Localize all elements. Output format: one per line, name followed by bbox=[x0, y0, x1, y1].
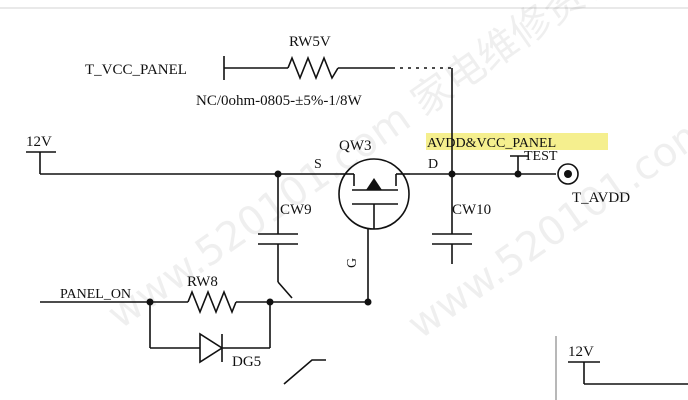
value-rw5v: NC/0ohm-0805-±5%-1/8W bbox=[196, 93, 363, 109]
pin-g-label: G bbox=[345, 258, 360, 268]
net-label-highlight bbox=[426, 133, 608, 150]
resistor-rw5v bbox=[287, 55, 339, 81]
diode-dg5-body bbox=[199, 332, 224, 364]
connector-t-avdd-dot bbox=[564, 170, 572, 178]
net-label-12v-right: 12V bbox=[568, 344, 594, 360]
connector-t-avdd bbox=[557, 163, 579, 185]
ref-cw9: CW9 bbox=[280, 202, 312, 218]
net-label-panel-on: PANEL_ON bbox=[60, 287, 131, 302]
net-label-avdd-vcc-panel: AVDD&VCC_PANEL bbox=[427, 136, 556, 151]
watermark-text: www.520101.com 家电维修资料网 bbox=[99, 0, 658, 338]
net-label-t-vcc-panel: T_VCC_PANEL bbox=[85, 62, 187, 78]
junction-gate bbox=[364, 298, 372, 306]
ref-rw5v: RW5V bbox=[289, 34, 331, 50]
resistor-rw8 bbox=[187, 289, 237, 315]
ref-cw10: CW10 bbox=[452, 202, 491, 218]
pin-s-label: S bbox=[314, 157, 322, 172]
ref-qw3: QW3 bbox=[339, 138, 372, 154]
ref-dg5: DG5 bbox=[232, 354, 261, 370]
net-label-12v-left: 12V bbox=[26, 134, 52, 150]
wire-cw9-jog bbox=[277, 281, 293, 299]
net-label-t-avdd: T_AVDD bbox=[572, 190, 630, 206]
pin-d-label: D bbox=[428, 157, 438, 172]
mosfet-qw3 bbox=[338, 158, 410, 230]
test-point-label: TEST bbox=[524, 149, 558, 164]
ref-rw8: RW8 bbox=[187, 274, 218, 290]
wire-partial-bottom bbox=[283, 359, 326, 385]
